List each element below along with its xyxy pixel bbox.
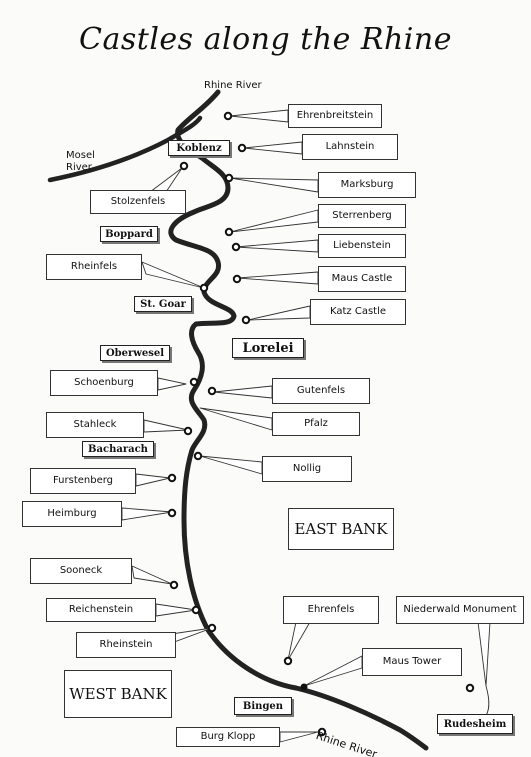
castle-maus-tower: Maus Tower — [362, 648, 462, 676]
east-bank-label: EAST BANK — [288, 508, 394, 550]
castle-heimburg: Heimburg — [22, 501, 122, 527]
castle-liebenstein: Liebenstein — [318, 234, 406, 258]
town-koblenz: Koblenz — [168, 140, 230, 156]
castle-stolzenfels: Stolzenfels — [90, 190, 186, 214]
mosel-river-label: Mosel River — [66, 150, 95, 173]
castle-burg-klopp: Burg Klopp — [176, 727, 280, 747]
west-bank-label: WEST BANK — [64, 670, 172, 718]
castle-pfalz: Pfalz — [272, 412, 360, 436]
town-lorelei: Lorelei — [232, 338, 304, 358]
castle-nollig: Nollig — [262, 456, 352, 482]
castle-sterrenberg: Sterrenberg — [318, 204, 406, 228]
castle-rheinstein: Rheinstein — [76, 632, 176, 658]
mosel-river — [47, 115, 203, 183]
castle-schoenburg: Schoenburg — [50, 370, 158, 396]
town-bacharach: Bacharach — [82, 441, 154, 457]
castle-gutenfels: Gutenfels — [272, 378, 370, 404]
castle-ehrenbreitstein: Ehrenbreitstein — [288, 104, 382, 128]
castle-maus: Maus Castle — [318, 266, 406, 292]
castle-ehrenfels: Ehrenfels — [283, 596, 379, 624]
maus-tower-marker — [300, 683, 308, 691]
town-oberwesel: Oberwesel — [100, 345, 170, 361]
town-boppard: Boppard — [100, 226, 158, 242]
town-bingen: Bingen — [234, 697, 292, 715]
castle-stahleck: Stahleck — [46, 412, 144, 438]
town-rudesheim: Rudesheim — [437, 714, 513, 734]
castle-marksburg: Marksburg — [318, 172, 416, 198]
castle-reichenstein: Reichenstein — [46, 598, 156, 622]
rhine-river-label-top: Rhine River — [204, 80, 262, 91]
castle-rheinfels: Rheinfels — [46, 254, 142, 280]
castle-furstenberg: Furstenberg — [30, 468, 136, 494]
castle-katz: Katz Castle — [310, 299, 406, 325]
rhine-river — [168, 89, 429, 751]
town-st-goar: St. Goar — [134, 296, 192, 312]
map-title: Castles along the Rhine — [79, 22, 452, 57]
castle-sooneck: Sooneck — [30, 558, 132, 584]
castle-niederwald-monument: Niederwald Monument — [396, 596, 524, 624]
castle-lahnstein: Lahnstein — [302, 134, 398, 160]
